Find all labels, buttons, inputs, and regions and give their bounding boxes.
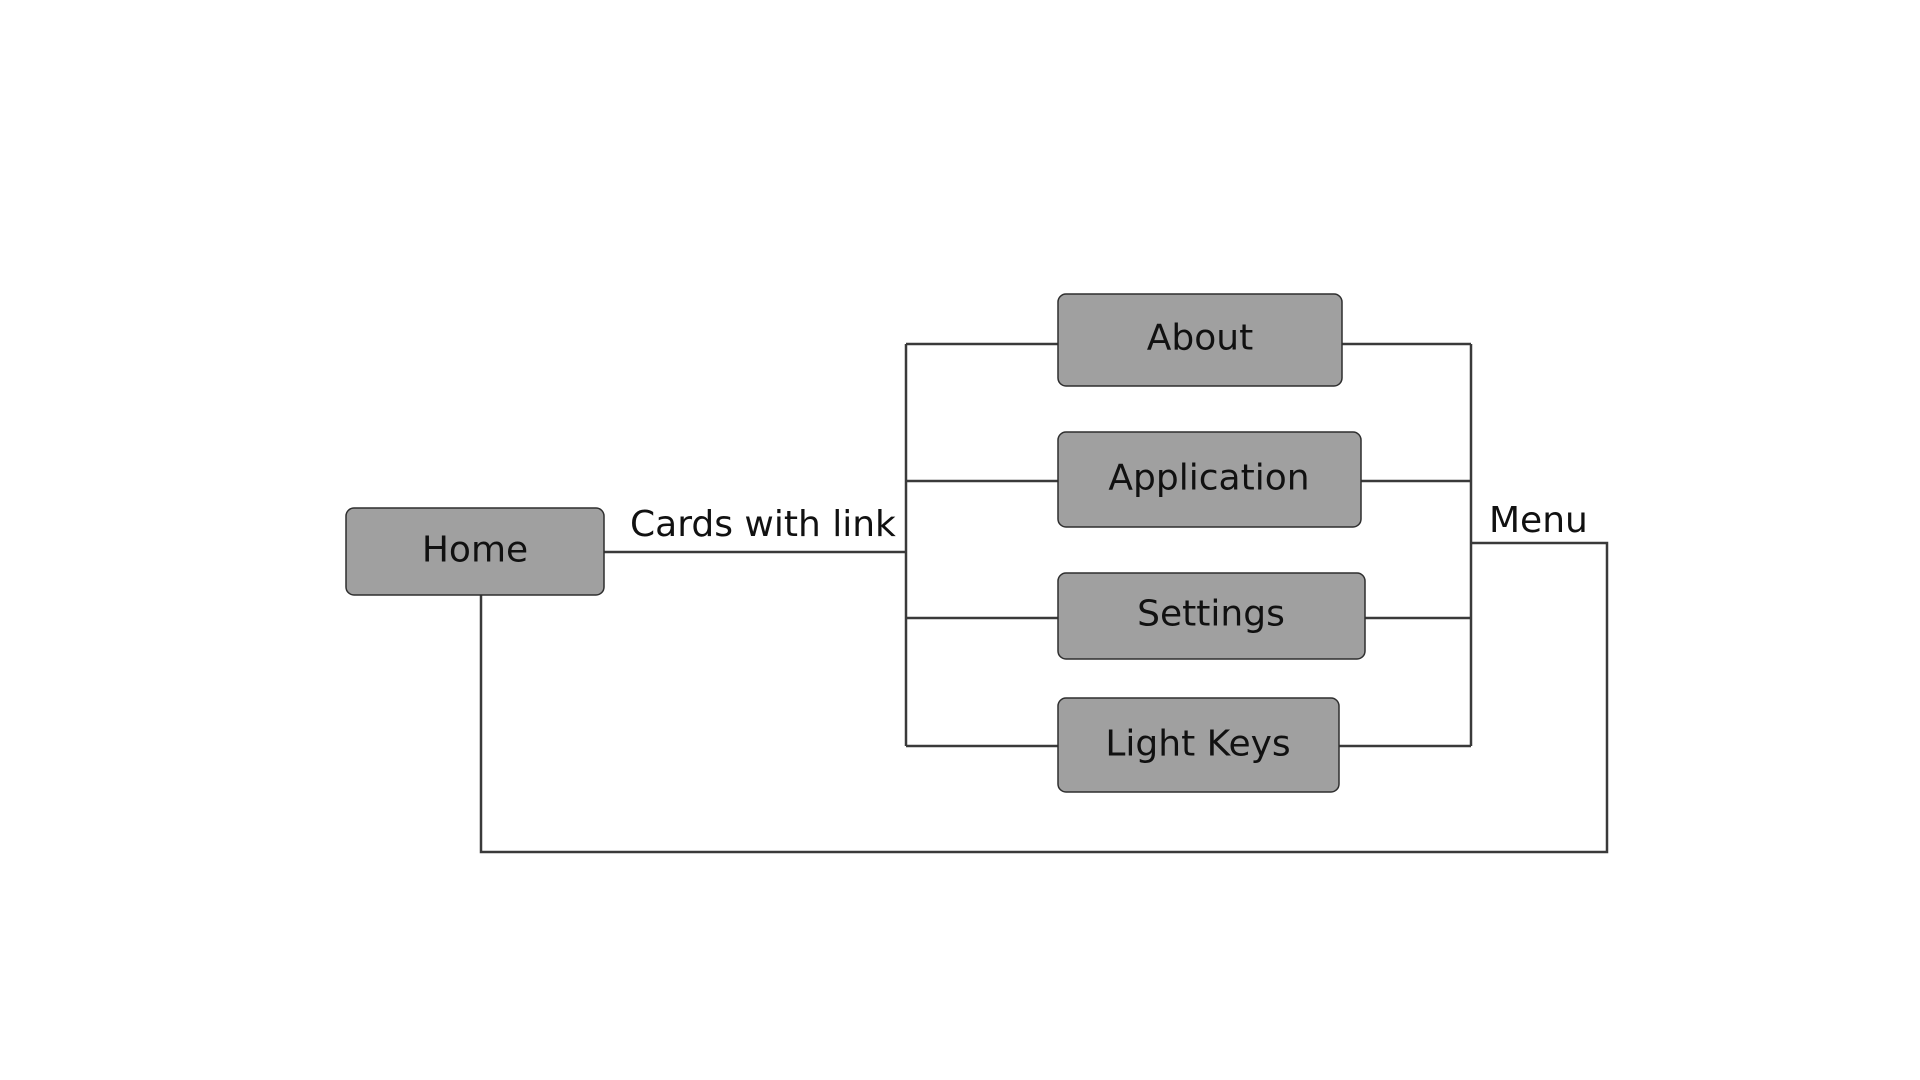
node-settings[interactable]: Settings xyxy=(1057,572,1366,660)
node-about[interactable]: About xyxy=(1057,293,1343,387)
node-home-label: Home xyxy=(422,530,528,571)
connector-menu-loop xyxy=(479,541,1609,854)
node-application-box xyxy=(1057,431,1362,528)
node-application-label: Application xyxy=(1108,458,1309,499)
connectors xyxy=(479,342,1609,854)
edge-label-cards-with-link: Cards with link xyxy=(630,504,896,545)
node-light-keys[interactable]: Light Keys xyxy=(1057,697,1340,793)
node-light-keys-box xyxy=(1057,697,1340,793)
node-settings-label: Settings xyxy=(1137,594,1285,635)
node-about-box xyxy=(1057,293,1343,387)
node-about-label: About xyxy=(1147,318,1253,359)
node-settings-box xyxy=(1057,572,1366,660)
edge-label-menu: Menu xyxy=(1489,500,1588,541)
node-home-box xyxy=(345,507,605,596)
node-light-keys-label: Light Keys xyxy=(1105,724,1290,765)
node-application[interactable]: Application xyxy=(1057,431,1362,528)
node-home[interactable]: Home xyxy=(345,507,605,596)
